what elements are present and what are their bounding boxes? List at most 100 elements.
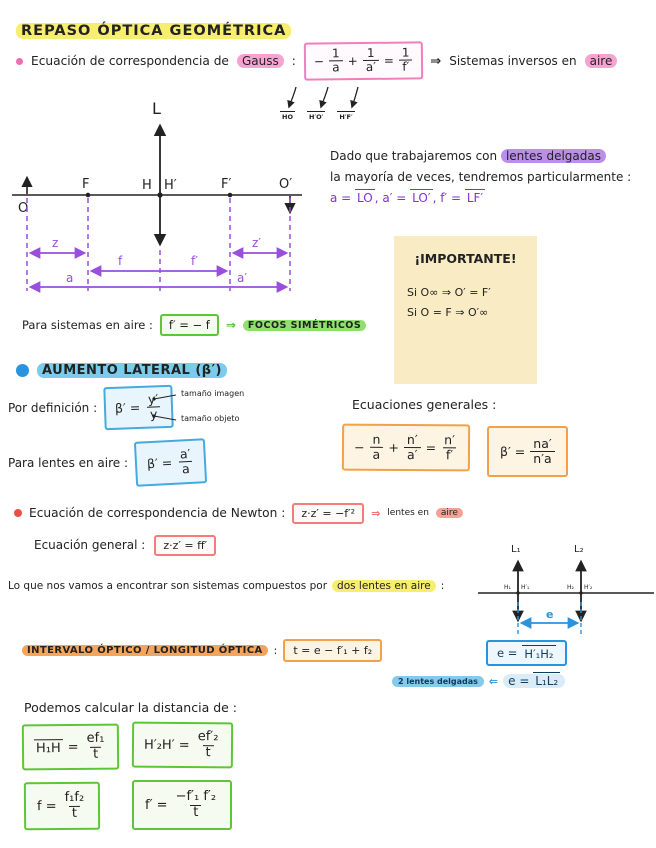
segment-HO: HO — [280, 111, 295, 121]
intervalo-line: INTERVALO ÓPTICO / LONGITUD ÓPTICA : t =… — [22, 634, 383, 666]
gen-eq-equals: = — [425, 440, 437, 456]
pink-bullet-icon — [16, 57, 23, 65]
gauss-eq-n2: 1 — [366, 45, 375, 61]
def-ap-segment: LO′ — [410, 189, 433, 205]
gauss-label: Ecuación de correspondencia de — [31, 54, 229, 68]
e-box1-pre: e = — [497, 646, 518, 660]
general-equations-heading: Ecuaciones generales : — [352, 397, 497, 412]
beta-gen-den: n′a — [530, 451, 555, 466]
d1-eq: = — [67, 739, 79, 755]
compound-colon: : — [440, 580, 445, 592]
beta-air-den: a — [178, 460, 194, 477]
label-f: f — [118, 254, 123, 268]
intervalo-label: INTERVALO ÓPTICO / LONGITUD ÓPTICA — [22, 644, 268, 656]
gauss-eq-equals: = — [383, 53, 394, 68]
label-Fp: F′ — [221, 177, 231, 192]
label-a: a — [66, 271, 73, 285]
air-systems-line: Para sistemas en aire : f′ = − f ⇒ FOCOS… — [22, 308, 367, 342]
important-line-1: Si O∞ ⇒ O′ = F′ — [407, 286, 491, 299]
d2-lhs: H′₂H′ = — [143, 737, 190, 753]
newton-label: Ecuación de correspondencia de Newton : — [29, 506, 286, 520]
compound-sentence: Lo que nos vamos a encontrar son sistema… — [8, 580, 444, 592]
newton-general-box: z·z′ = ff′ — [154, 534, 217, 556]
two-lens-diagram: L₁ L₂ H₁ H′₁ H₂ H′₂ e — [478, 544, 654, 636]
gen-eq-n2: n′ — [406, 432, 418, 448]
aumento-heading: AUMENTO LATERAL (β′) — [37, 363, 227, 378]
focus-Fp-point — [227, 192, 233, 198]
gen-eq-n1: n — [372, 431, 381, 447]
gen-eq-sign: − — [353, 439, 365, 455]
e-box2-segment: L₁L₂ — [533, 672, 561, 688]
gauss-eq-d1: a — [328, 60, 343, 76]
aumento-air-row: Para lentes en aire : β′ = a′a — [8, 438, 207, 487]
def-a-segment: LO — [355, 189, 375, 205]
d4-lhs: f′ = — [145, 797, 168, 813]
d1-den: t — [90, 746, 102, 762]
e-principal-planes-box: e = H′₁H₂ — [486, 640, 567, 666]
e-box2-pre: e = — [508, 674, 534, 688]
newton-line: Ecuación de correspondencia de Newton : … — [14, 498, 463, 528]
green-arrow-icon: ⇒ — [225, 318, 236, 332]
thin-lens-text-1: Dado que trabajaremos con — [330, 149, 498, 163]
gauss-conclusion: Sistemas inversos en — [449, 54, 577, 68]
def-ap-pre: , a′ = — [374, 191, 411, 205]
thin-lens-paragraph: Dado que trabajaremos con lentes delgada… — [330, 146, 656, 209]
d3-den: t — [68, 805, 81, 822]
e-droplines — [517, 602, 582, 636]
gen-eq-d3: f′ — [442, 447, 457, 463]
beta-general-box: β′ = na′n′a — [487, 426, 568, 477]
annotation-object-size: tamaño objeto — [181, 414, 240, 423]
gen-eq-d2: a′ — [403, 446, 421, 463]
label-z: z — [52, 236, 58, 250]
e-lens-distance: e = L₁L₂ — [503, 672, 566, 688]
cyan-bullet-icon — [16, 364, 29, 377]
label-H2: H₂ — [567, 584, 575, 591]
beta-gen-lhs: β′ = — [500, 444, 526, 459]
page-title: REPASO ÓPTICA GEOMÉTRICA — [16, 23, 292, 39]
label-Hp: H′ — [164, 178, 177, 193]
label-O: O — [18, 201, 28, 216]
d2-num: ef′₂ — [197, 729, 219, 745]
label-H1p: H′₁ — [521, 584, 530, 591]
gauss-colon: : — [291, 54, 296, 68]
label-L2: L₂ — [574, 544, 584, 555]
distances-intro: Podemos calcular la distancia de : — [24, 700, 238, 715]
e-thin-lens-line: 2 lentes delgadas ⇐ e = L₁L₂ — [392, 672, 566, 688]
implies-arrow-icon: ⇒ — [430, 53, 442, 69]
label-H: H — [142, 178, 152, 193]
gen-eq-n3: n′ — [444, 432, 456, 448]
label-e: e — [546, 608, 553, 621]
thin-lens-definitions: a = LO, a′ = LO′, f′ = LF′ — [330, 188, 656, 209]
gen-eq-d1: a — [369, 446, 384, 462]
label-zp: z′ — [252, 236, 261, 250]
compound-highlight: dos lentes en aire — [332, 580, 436, 592]
gauss-eq-d3: f′ — [398, 59, 413, 75]
symmetric-foci-result: FOCOS SIMÉTRICOS — [242, 319, 367, 331]
d1-lhs: H₁H — [33, 738, 63, 756]
def-fp-segment: LF′ — [464, 189, 486, 205]
label-Op: O′ — [279, 177, 292, 192]
gauss-line: Ecuación de correspondencia de Gauss : −… — [16, 36, 618, 86]
air-lens-label: Para lentes en aire : — [8, 455, 129, 470]
compound-pre: Lo que nos vamos a encontrar son sistema… — [8, 580, 328, 592]
principal-point — [157, 192, 163, 198]
label-H2p: H′₂ — [584, 584, 593, 591]
red-bullet-icon — [14, 509, 22, 517]
newton-general-label: Ecuación general : — [34, 538, 146, 552]
gauss-eq-n3: 1 — [401, 45, 410, 60]
label-ap: a′ — [237, 271, 247, 285]
important-note: ¡IMPORTANTE! Si O∞ ⇒ O′ = F′ Si O = F ⇒ … — [394, 236, 537, 384]
label-H1: H₁ — [504, 584, 512, 591]
d1-num: ef₁ — [86, 730, 105, 746]
annotation-image-size: tamaño imagen — [181, 389, 245, 398]
thin-lens-highlight: lentes delgadas — [500, 149, 606, 163]
gen-eq-plus: + — [388, 439, 399, 455]
newton-tail: lentes en — [387, 508, 429, 518]
d4-num: −f′₁ f′₂ — [175, 789, 217, 804]
